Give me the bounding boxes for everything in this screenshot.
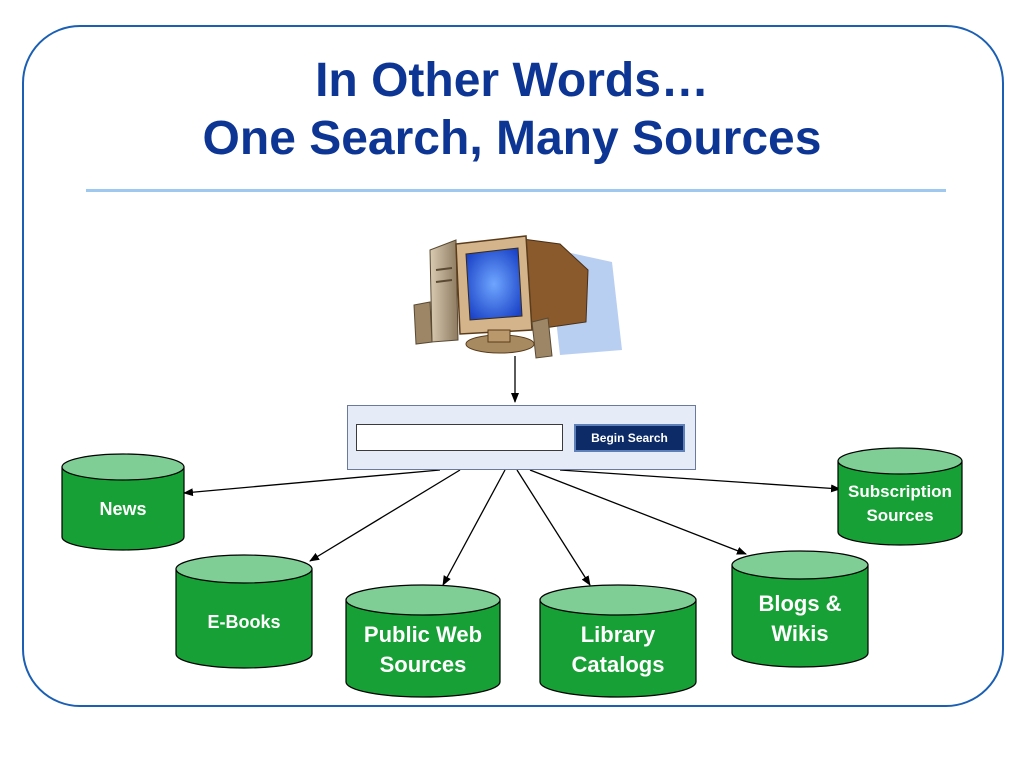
cylinder-top — [61, 453, 185, 481]
cylinder-top — [345, 584, 501, 616]
monitor-screen — [465, 247, 523, 321]
begin-search-button[interactable]: Begin Search — [574, 424, 685, 452]
source-label-ebooks: E-Books — [207, 612, 281, 632]
source-blogs — [731, 550, 869, 668]
cylinder-top — [175, 554, 313, 584]
monitor-neck — [487, 329, 511, 343]
source-subscription — [837, 447, 963, 546]
source-label-blogs: Blogs & Wikis — [758, 591, 842, 646]
source-ebooks — [175, 554, 313, 669]
cylinder-body — [345, 599, 501, 698]
arrow-to-public-web — [442, 469, 506, 586]
title-line-2: One Search, Many Sources — [202, 112, 822, 165]
page-title: In Other Words… One Search, Many Sources — [0, 52, 1024, 168]
search-input[interactable] — [356, 424, 563, 451]
cylinder-top — [837, 447, 963, 475]
title-line-1: In Other Words… — [315, 54, 709, 107]
source-news — [61, 453, 185, 551]
cylinder-top — [731, 550, 869, 580]
source-label-news: News — [99, 499, 147, 519]
arrow-to-blogs — [529, 469, 747, 555]
tower-slot — [435, 279, 453, 283]
search-panel: Begin Search — [347, 405, 696, 470]
speaker-right — [531, 317, 553, 359]
source-library — [539, 584, 697, 698]
slide-frame — [22, 25, 1004, 707]
speaker-left — [413, 301, 433, 345]
computer-icon — [413, 235, 622, 359]
computer-tower — [429, 239, 459, 343]
source-label-public-web: Public Web Sources — [363, 622, 483, 677]
arrow-to-subscription — [559, 469, 841, 493]
tower-slot — [435, 267, 453, 271]
source-label-subscription: Subscription Sources — [848, 482, 952, 525]
source-label-library: Library Catalogs — [571, 622, 665, 677]
arrow-to-news — [183, 469, 441, 497]
cylinder-body — [837, 460, 963, 546]
cylinder-body — [175, 568, 313, 669]
arrow-to-library — [516, 469, 591, 586]
source-public-web — [345, 584, 501, 698]
cylinder-top — [539, 584, 697, 616]
cylinder-body — [539, 599, 697, 698]
title-divider — [86, 189, 946, 192]
cylinder-body — [731, 564, 869, 668]
cylinder-body — [61, 466, 185, 551]
arrow-to-ebooks — [309, 469, 461, 562]
